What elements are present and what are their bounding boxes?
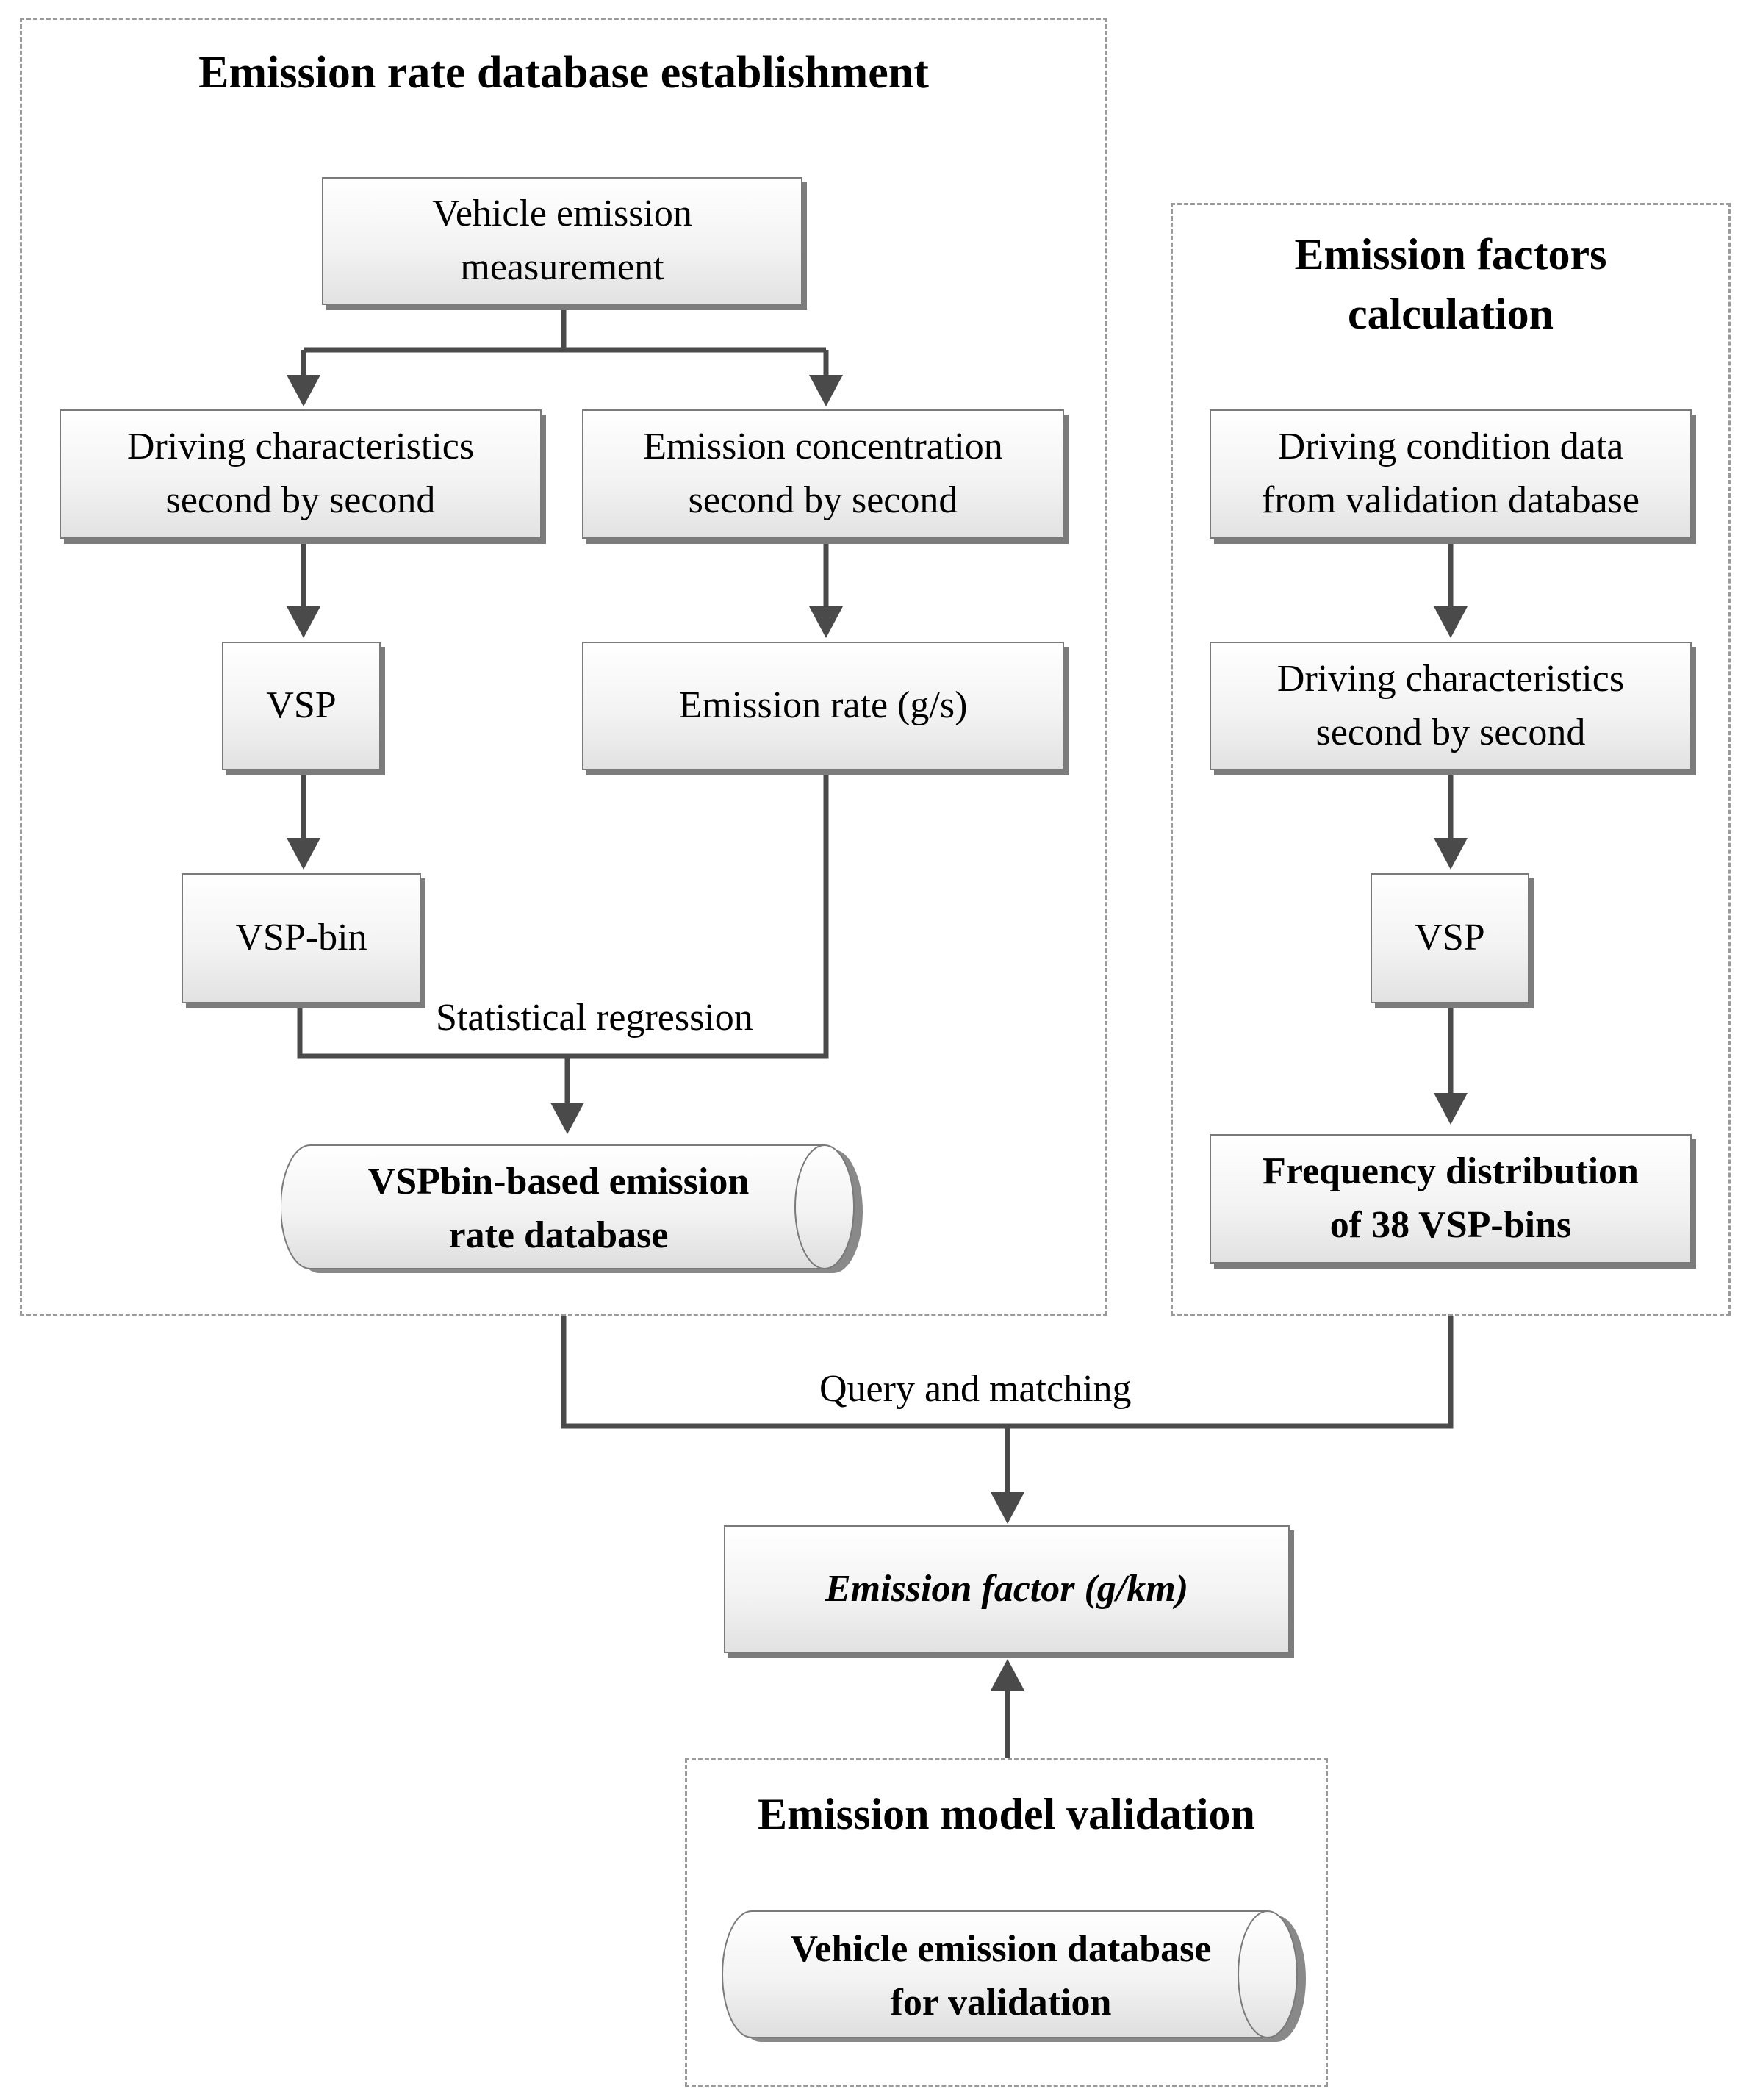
node-label: Driving characteristics second by second: [126, 426, 475, 521]
node-label: Driving condition data from validation d…: [1261, 426, 1640, 521]
database-label-wrap: VSPbin-based emission rate database: [281, 1144, 866, 1275]
node-label: Emission factor (g/km): [825, 1567, 1189, 1610]
node-label: Vehicle emission database for validation: [790, 1928, 1212, 2024]
arrowhead-frequency: [1434, 1093, 1468, 1125]
node-vsp-left: VSP: [222, 642, 381, 770]
node-driving-characteristics-left: Driving characteristics second by second: [60, 409, 542, 539]
arrowhead-concentration: [809, 375, 843, 406]
arrowhead-driving-left: [287, 375, 320, 406]
label-query-matching: Query and matching: [819, 1368, 1132, 1410]
node-label: Frequency distribution of 38 VSP-bins: [1263, 1150, 1639, 1246]
node-driving-characteristics-right: Driving characteristics second by second: [1210, 642, 1692, 770]
node-vsp-right: VSP: [1371, 873, 1529, 1003]
arrowhead-vspbin: [287, 838, 320, 870]
node-emission-concentration: Emission concentration second by second: [582, 409, 1064, 539]
node-label: Vehicle emission measurement: [432, 193, 692, 288]
node-label: VSP: [1415, 917, 1485, 959]
database-cylinder-shape: [281, 1144, 863, 1273]
node-label: Emission rate (g/s): [678, 684, 968, 727]
arrowhead-vsp-right: [1434, 838, 1468, 870]
arrowhead-validation-up: [991, 1659, 1024, 1691]
arrowheads: [287, 375, 1468, 1691]
node-vehicle-emission-measurement: Vehicle emission measurement: [322, 177, 802, 305]
heading-validation: Emission model validation: [758, 1790, 1255, 1838]
node-vsp-bin: VSP-bin: [182, 873, 421, 1003]
heading-establishment: Emission rate database establishment: [198, 48, 929, 98]
node-emission-rate: Emission rate (g/s): [582, 642, 1064, 770]
panel-establishment: [20, 18, 1107, 1316]
arrowhead-vsp-left: [287, 606, 320, 638]
node-label: VSP: [266, 684, 337, 727]
node-label: VSP-bin: [235, 917, 367, 959]
arrowhead-emission-rate: [809, 606, 843, 638]
node-label: Driving characteristics second by second: [1276, 657, 1625, 753]
arrowhead-driving-right: [1434, 606, 1468, 638]
node-driving-condition-data: Driving condition data from validation d…: [1210, 409, 1692, 539]
panel-factors: [1171, 203, 1731, 1316]
node-emission-factor: Emission factor (g/km): [724, 1525, 1290, 1653]
arrowhead-emission-factor: [991, 1492, 1024, 1524]
node-validation-database: Vehicle emission database for validation: [722, 1910, 1309, 2043]
edge-vspbin-to-merge: [297, 770, 829, 1059]
arrowhead-database: [550, 1103, 584, 1134]
node-frequency-distribution: Frequency distribution of 38 VSP-bins: [1210, 1134, 1692, 1264]
validation-cylinder-shape: [722, 1910, 1306, 2042]
heading-factors: Emission factors calculation: [1294, 230, 1607, 338]
label-statistical-regression: Statistical regression: [436, 997, 753, 1039]
node-label: Emission concentration second by second: [643, 426, 1003, 521]
node-label: VSPbin-based emission rate database: [367, 1161, 750, 1256]
validation-label-wrap: Vehicle emission database for validation: [722, 1910, 1309, 2043]
panel-validation: [685, 1758, 1328, 2087]
node-vspbin-database: VSPbin-based emission rate database: [281, 1144, 866, 1275]
